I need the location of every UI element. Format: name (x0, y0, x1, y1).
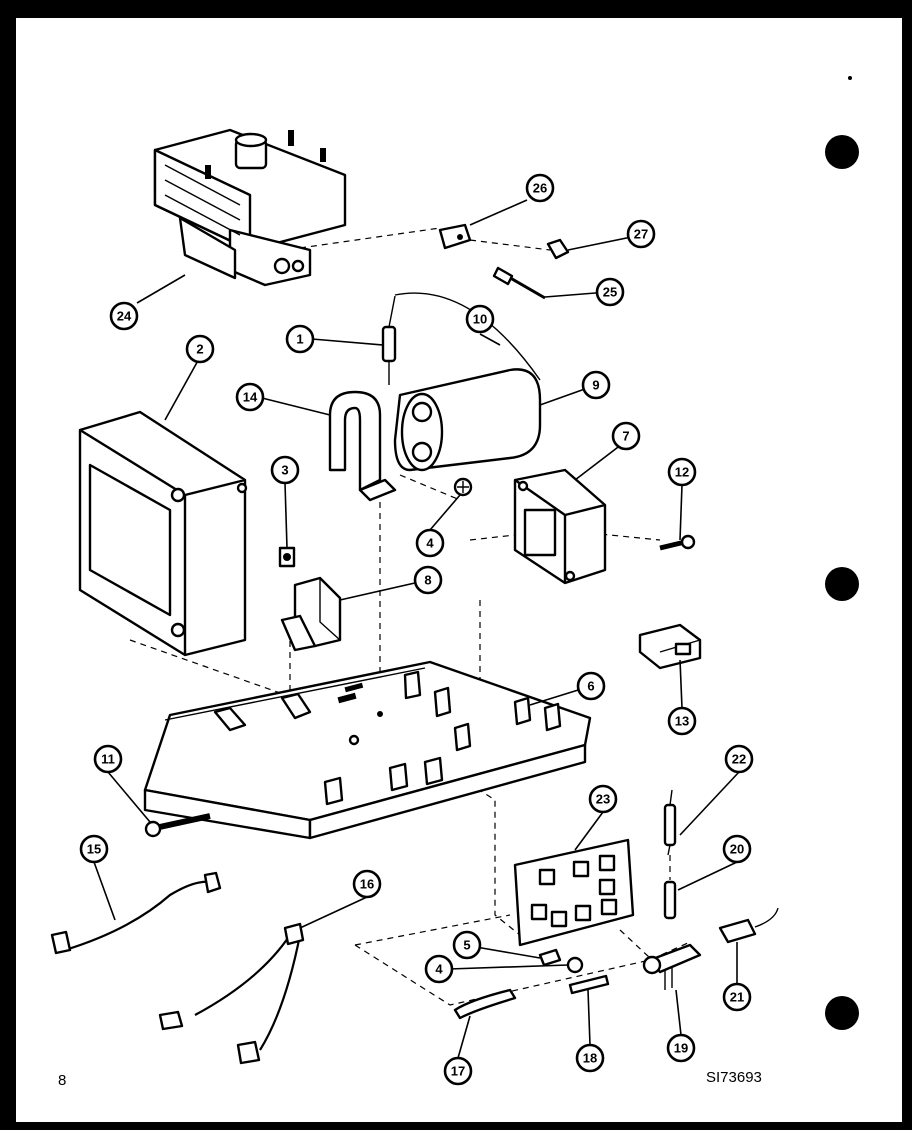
svg-text:4: 4 (435, 962, 443, 977)
svg-text:9: 9 (592, 378, 599, 393)
svg-text:3: 3 (281, 463, 288, 478)
fuse-holder (642, 943, 702, 990)
callout-10: 10 (465, 304, 495, 334)
svg-text:5: 5 (463, 938, 470, 953)
svg-text:7: 7 (622, 429, 629, 444)
svg-text:12: 12 (675, 465, 689, 480)
callout-17: 17 (443, 1056, 473, 1086)
svg-text:27: 27 (634, 227, 648, 242)
svg-text:20: 20 (730, 842, 744, 857)
page-number: 8 (58, 1072, 66, 1089)
callout-13: 13 (667, 706, 697, 736)
callout-15: 15 (79, 834, 109, 864)
callout-16: 16 (352, 869, 382, 899)
filament-transformer (513, 468, 607, 585)
high-voltage-transformer (78, 410, 248, 657)
terminal-connector (638, 623, 702, 670)
svg-text:25: 25 (603, 285, 617, 300)
callout-12: 12 (667, 457, 697, 487)
callout-27: 27 (626, 219, 656, 249)
callout-19: 19 (666, 1033, 696, 1063)
svg-text:8: 8 (424, 573, 431, 588)
callout-8: 8 (413, 565, 443, 595)
svg-text:11: 11 (101, 752, 115, 767)
screw-board (566, 956, 584, 974)
callout-4b: 4 (424, 954, 454, 984)
base-plate (143, 660, 592, 840)
screw-filament (659, 534, 696, 551)
fuse (663, 880, 677, 920)
high-voltage-capacitor (393, 292, 542, 472)
speck (848, 76, 852, 80)
sleeve (568, 974, 610, 995)
svg-text:10: 10 (473, 312, 487, 327)
callout-22: 22 (724, 744, 754, 774)
fuse-lead (663, 789, 677, 856)
high-voltage-diode (381, 295, 397, 385)
mounting-bracket (280, 576, 342, 652)
punch-hole-bottom (825, 996, 859, 1030)
svg-text:21: 21 (730, 990, 744, 1005)
svg-text:26: 26 (533, 181, 547, 196)
svg-text:13: 13 (675, 714, 689, 729)
screw-transformer (278, 546, 296, 568)
svg-text:24: 24 (117, 309, 132, 324)
callout-26: 26 (525, 173, 555, 203)
callout-2: 2 (185, 334, 215, 364)
callout-4a: 4 (415, 528, 445, 558)
svg-text:6: 6 (587, 679, 594, 694)
magnetron (153, 128, 347, 287)
wire-lead (50, 871, 222, 955)
clip (538, 948, 562, 967)
long-screw (144, 813, 211, 838)
svg-text:22: 22 (732, 752, 746, 767)
callout-18: 18 (575, 1043, 605, 1073)
insulator-tube (453, 988, 517, 1020)
pin-probe (492, 266, 546, 300)
callout-9: 9 (581, 370, 611, 400)
callout-24: 24 (109, 301, 139, 331)
svg-text:2: 2 (196, 342, 203, 357)
punch-hole-top (825, 135, 859, 169)
diagram-code: SI73693 (706, 1069, 762, 1086)
svg-text:17: 17 (451, 1064, 465, 1079)
nut (546, 238, 570, 260)
callout-20: 20 (722, 834, 752, 864)
callout-7: 7 (611, 421, 641, 451)
thermal-cutout-bracket (438, 223, 472, 250)
svg-text:14: 14 (243, 390, 258, 405)
callout-14: 14 (235, 382, 265, 412)
punch-hole-middle (825, 567, 859, 601)
callout-11: 11 (93, 744, 123, 774)
leader-lines (93, 199, 740, 1059)
resistor-block (718, 907, 779, 944)
svg-text:18: 18 (583, 1051, 597, 1066)
svg-text:4: 4 (426, 536, 434, 551)
svg-text:16: 16 (360, 877, 374, 892)
svg-text:19: 19 (674, 1041, 688, 1056)
callout-3: 3 (270, 455, 300, 485)
callout-25: 25 (595, 277, 625, 307)
wire-harness (158, 922, 305, 1065)
svg-text:23: 23 (596, 792, 610, 807)
circuit-board (513, 838, 635, 947)
callout-6: 6 (576, 671, 606, 701)
callout-21: 21 (722, 982, 752, 1012)
callout-5: 5 (452, 930, 482, 960)
svg-text:1: 1 (296, 332, 303, 347)
screw-capacitor (453, 477, 473, 497)
callout-23: 23 (588, 784, 618, 814)
callout-1: 1 (285, 324, 315, 354)
capacitor-clamp (328, 390, 397, 502)
svg-text:15: 15 (87, 842, 101, 857)
